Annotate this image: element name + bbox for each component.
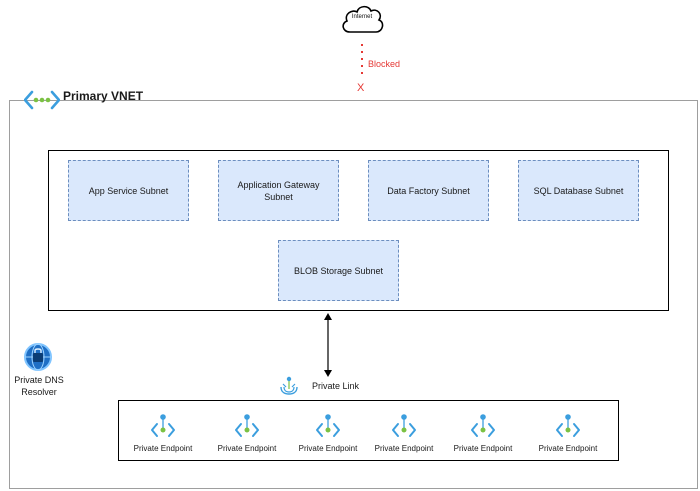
private-endpoint[interactable]: Private Endpoint [123, 412, 203, 456]
private-endpoints-group [118, 400, 619, 461]
blocked-connector [361, 44, 363, 74]
private-endpoint[interactable]: Private Endpoint [207, 412, 287, 456]
subnet-app-service[interactable]: App Service Subnet [68, 160, 189, 221]
internet-cloud: Internet [338, 0, 386, 40]
private-endpoint-label: Private Endpoint [538, 444, 598, 453]
private-endpoint[interactable]: Private Endpoint [288, 412, 368, 456]
subnet-group: App Service Subnet Application Gateway S… [48, 150, 669, 311]
private-endpoint-icon [556, 414, 580, 437]
private-endpoint-label: Private Endpoint [217, 444, 277, 453]
subnet-data-factory[interactable]: Data Factory Subnet [368, 160, 489, 221]
vnet-icon [24, 90, 60, 110]
private-endpoint-label: Private Endpoint [133, 444, 193, 453]
private-endpoint-icon [471, 414, 495, 437]
private-endpoint-label: Private Endpoint [453, 444, 513, 453]
dns-resolver-label: Private DNS Resolver [14, 375, 64, 397]
private-endpoint-label: Private Endpoint [298, 444, 358, 453]
bidirectional-arrow [324, 313, 332, 377]
private-endpoint-icon [235, 414, 259, 437]
blocked-label: Blocked [368, 59, 401, 69]
private-endpoint[interactable]: Private Endpoint [528, 412, 608, 456]
private-endpoint[interactable]: Private Endpoint [443, 412, 523, 456]
subnet-blob-storage[interactable]: BLOB Storage Subnet [278, 240, 399, 301]
internet-label: Internet [351, 14, 373, 20]
private-endpoint-icon [392, 414, 416, 437]
private-endpoint[interactable]: Private Endpoint [364, 412, 444, 456]
private-endpoint-label: Private Endpoint [374, 444, 434, 453]
blocked-x-mark: X [357, 82, 365, 94]
primary-vnet-container [9, 100, 698, 489]
dns-resolver-icon [24, 343, 52, 371]
subnet-application-gateway[interactable]: Application Gateway Subnet [218, 160, 339, 221]
private-endpoint-icon [316, 414, 340, 437]
subnet-sql-database[interactable]: SQL Database Subnet [518, 160, 639, 221]
cloud-icon [342, 5, 384, 33]
vnet-title: Primary VNET [63, 89, 144, 103]
private-link-icon [280, 376, 298, 395]
private-link-label: Private Link [312, 381, 360, 391]
private-endpoint-icon [151, 414, 175, 437]
